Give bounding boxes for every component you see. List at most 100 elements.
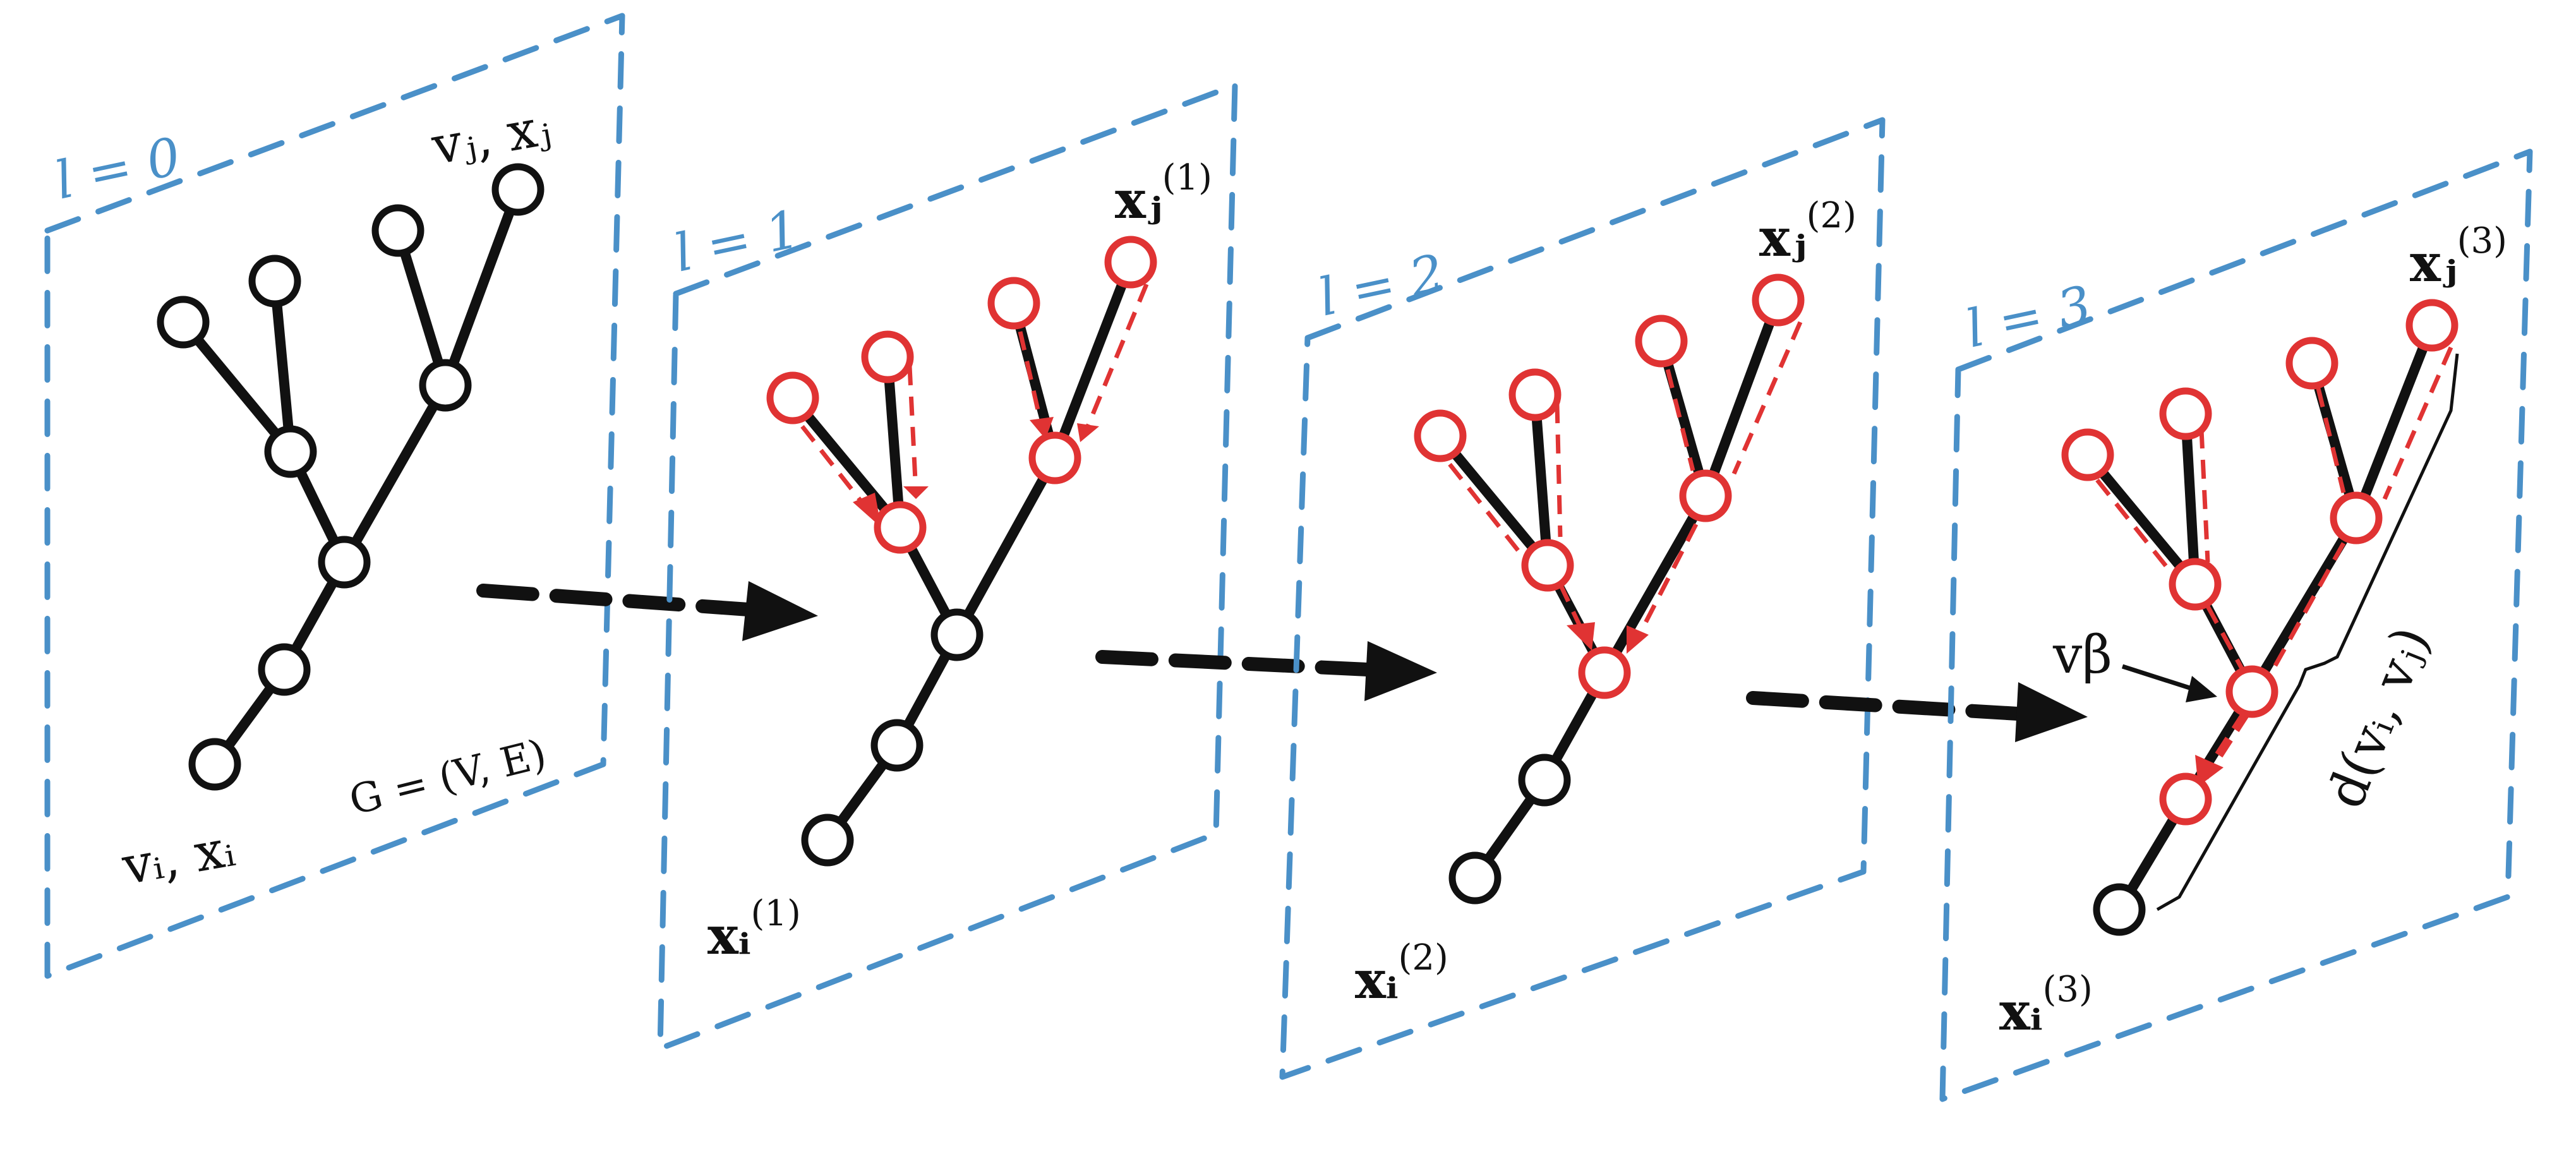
updated-node <box>2159 772 2212 826</box>
updated-node <box>987 277 1040 330</box>
graph-node <box>870 719 924 772</box>
graph-edge <box>2247 513 2361 697</box>
message-arrow <box>2095 478 2175 577</box>
transition-arrow-head <box>2015 682 2088 742</box>
layer-3-messages <box>2095 346 2453 786</box>
graph-edge <box>952 453 1060 640</box>
updated-node <box>2330 491 2383 544</box>
layer-2-label: l = 2 <box>1313 243 1449 328</box>
graph-edge <box>882 352 905 532</box>
layer-0-panel: l = 0 vᵢ, xᵢ vⱼ, xⱼ G = (V, E) <box>44 13 625 979</box>
graph-node <box>371 204 424 257</box>
layer-2-messages <box>1448 321 1803 654</box>
graph-node <box>264 425 317 478</box>
message-arrow <box>1448 462 1524 558</box>
layer-2-node-j-label: xⱼ(2) <box>1759 195 1857 268</box>
v-beta-pointer <box>2121 664 2203 694</box>
graph-node <box>930 608 984 661</box>
layer-3-node-i-label: xᵢ(3) <box>1999 969 2093 1042</box>
v-beta-annotation: vβ <box>2052 625 2217 702</box>
graph-node <box>1518 754 1571 807</box>
updated-node <box>1508 368 1562 421</box>
updated-node <box>1521 539 1574 592</box>
graph-node <box>258 643 311 696</box>
graph-edge <box>2083 450 2200 589</box>
graph-edge <box>393 225 450 390</box>
graph-edge <box>2351 320 2437 523</box>
layer-1-frame <box>657 82 1238 1052</box>
layer-1-messages <box>800 283 1149 527</box>
message-arrowhead <box>2195 755 2224 786</box>
updated-node <box>874 501 927 554</box>
layer-0-label: l = 0 <box>50 126 186 211</box>
layer-3-panel: l = 3 <box>1939 148 2533 1102</box>
graph-edge <box>178 317 296 457</box>
node-x-j <box>2405 299 2459 352</box>
layer-2-node-i-label: xᵢ(2) <box>1355 937 1448 1011</box>
message-arrow <box>2382 346 2453 500</box>
message-arrow <box>1018 331 1045 430</box>
graph-edge <box>1435 431 1553 570</box>
graph-edge <box>1700 295 1783 501</box>
node-x-i <box>2093 883 2146 936</box>
message-arrow <box>1084 283 1149 431</box>
layer-1-panel: l = 1 <box>657 82 1238 1052</box>
message-arrow <box>2265 542 2346 680</box>
message-arrowhead <box>1627 625 1649 654</box>
updated-node <box>1414 409 1467 462</box>
message-arrowhead <box>853 493 881 527</box>
updated-node <box>1028 431 1081 484</box>
layer-0-node-i-label: vᵢ, xᵢ <box>117 818 239 897</box>
graph-edge <box>1656 336 1711 501</box>
layer-3-frame <box>1939 148 2533 1102</box>
layer-2-frame <box>1279 117 1886 1080</box>
layer-0-nodes <box>157 163 545 791</box>
updated-node <box>1679 469 1732 522</box>
updated-node <box>2169 558 2222 611</box>
distance-brace-line <box>2156 353 2459 911</box>
layer-0-node-j-label: vⱼ, xⱼ <box>427 97 555 176</box>
layer-0-edges <box>178 184 523 769</box>
layer-3-label: l = 3 <box>1961 275 2097 359</box>
node-v-j <box>491 163 545 216</box>
layer-1-edges <box>788 257 1136 845</box>
graph-node <box>248 255 301 308</box>
message-arrow <box>1665 369 1695 471</box>
transition-arrow-shaft <box>476 584 755 616</box>
graph-edge <box>1009 298 1060 463</box>
layer-2-panel: l = 2 <box>1279 117 1886 1080</box>
graph-edge <box>1050 257 1136 463</box>
layer-3-node-j-label: xⱼ(3) <box>2410 220 2507 294</box>
message-arrow <box>2205 605 2245 671</box>
layer-1-node-j-label: xⱼ(1) <box>1115 157 1212 231</box>
node-x-j <box>1104 236 1157 289</box>
message-arrow <box>1634 523 1699 642</box>
message-arrowhead <box>1030 417 1054 439</box>
graph-definition-label: G = (V, E) <box>345 731 551 825</box>
layer-3-nodes <box>2061 299 2459 936</box>
graph-edge <box>339 380 450 567</box>
updated-node <box>861 330 914 383</box>
graph-edge <box>2181 409 2200 589</box>
transition-arrow-shaft <box>1746 691 2025 721</box>
graph-node <box>419 359 472 412</box>
updated-node <box>2061 428 2114 481</box>
layer-transition-arrow-2 <box>1095 641 1437 701</box>
graph-node <box>157 296 210 349</box>
graph-edge <box>270 276 296 457</box>
node-v-i <box>188 738 241 791</box>
layer-1-label: l = 1 <box>669 199 805 284</box>
layer-1-nodes <box>766 236 1157 867</box>
node-x-j <box>1752 273 1805 327</box>
layer-3-edges <box>2083 320 2437 915</box>
message-arrowhead <box>903 486 929 499</box>
message-arrow <box>1555 404 1563 538</box>
message-arrow <box>907 366 918 493</box>
graph-edge <box>1530 390 1553 570</box>
node-v-beta <box>2225 665 2278 718</box>
transition-arrow-head <box>742 581 818 641</box>
message-arrow <box>1558 583 1588 639</box>
layer-transition-arrow-1 <box>476 581 818 641</box>
message-arrowhead <box>1567 622 1595 651</box>
